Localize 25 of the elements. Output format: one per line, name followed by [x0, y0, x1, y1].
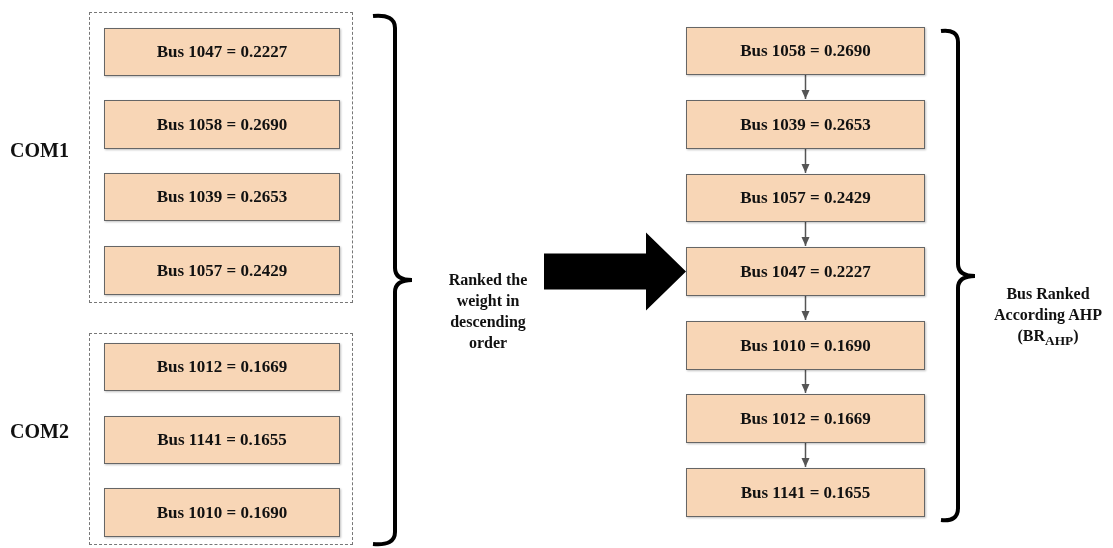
bus-weight-box: Bus 1058 = 0.2690: [104, 100, 340, 149]
bus-weight-box: Bus 1010 = 0.1690: [686, 321, 925, 370]
bus-weight-box: Bus 1047 = 0.2227: [686, 247, 925, 296]
bus-weight-box: Bus 1012 = 0.1669: [104, 343, 340, 391]
arrow: [801, 74, 810, 100]
arrow: [801, 148, 810, 174]
bus-weight-box: Bus 1010 = 0.1690: [104, 488, 340, 537]
arrow: [801, 442, 810, 468]
arrow: [801, 295, 810, 321]
group-label: COM1: [10, 138, 69, 162]
arrow: [801, 369, 810, 394]
bus-weight-box: Bus 1141 = 0.1655: [686, 468, 925, 517]
bus-weight-box: Bus 1012 = 0.1669: [686, 394, 925, 443]
bus-weight-box: Bus 1141 = 0.1655: [104, 416, 340, 464]
block-arrow: [544, 232, 686, 311]
arrow: [801, 221, 810, 247]
bus-weight-box: Bus 1057 = 0.2429: [686, 174, 925, 222]
note-text: Ranked the weight in descending order: [432, 262, 544, 362]
bus-weight-box: Bus 1039 = 0.2653: [686, 100, 925, 149]
bus-weight-box: Bus 1057 = 0.2429: [104, 246, 340, 295]
note-text: Bus Ranked According AHP (BR$_{AHP}$): [990, 262, 1106, 372]
bus-weight-box: Bus 1039 = 0.2653: [104, 173, 340, 221]
bus-weight-box: Bus 1058 = 0.2690: [686, 27, 925, 75]
bus-weight-box: Bus 1047 = 0.2227: [104, 28, 340, 76]
group-label: COM2: [10, 420, 69, 443]
